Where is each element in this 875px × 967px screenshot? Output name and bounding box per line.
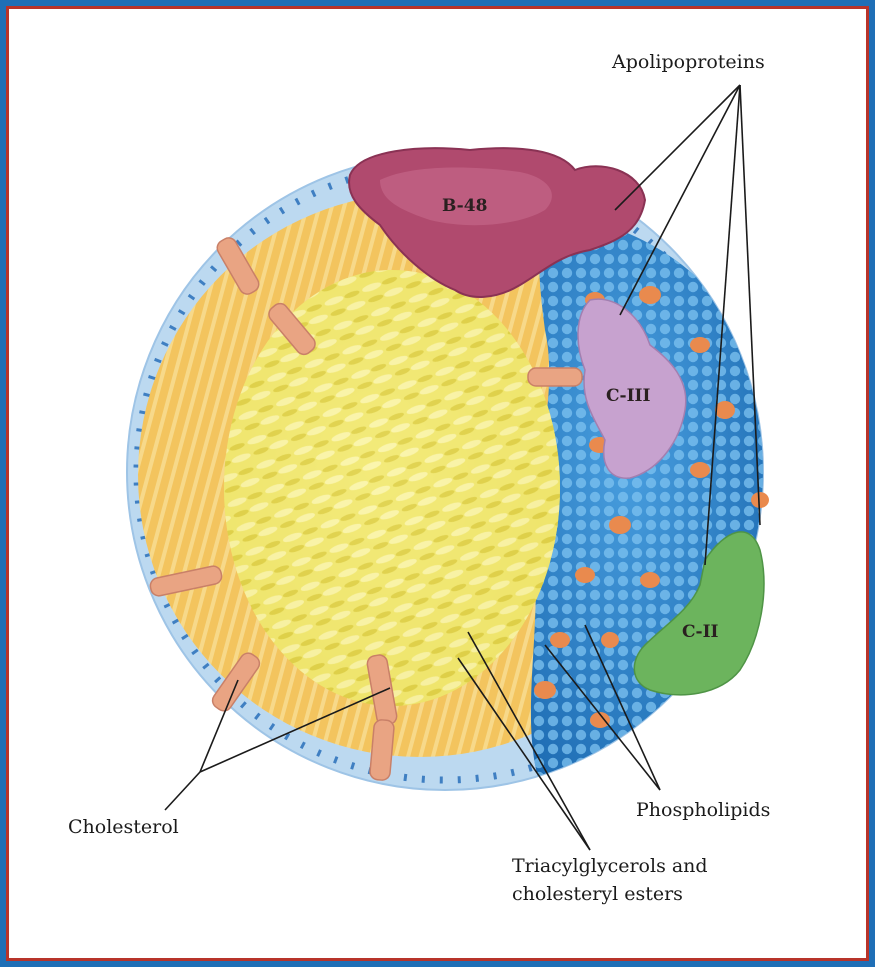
triacylglycerols-label-line2: cholesteryl esters: [512, 882, 683, 906]
triacylglycerols-label-line1: Triacylglycerols and: [512, 854, 708, 878]
c2-label: C-II: [682, 622, 719, 642]
apolipoproteins-label: Apolipoproteins: [612, 50, 765, 74]
cholesterol-label: Cholesterol: [68, 815, 179, 839]
phospholipids-label: Phospholipids: [636, 798, 770, 822]
c3-label: C-III: [606, 386, 650, 406]
b48-label: B-48: [442, 196, 487, 216]
